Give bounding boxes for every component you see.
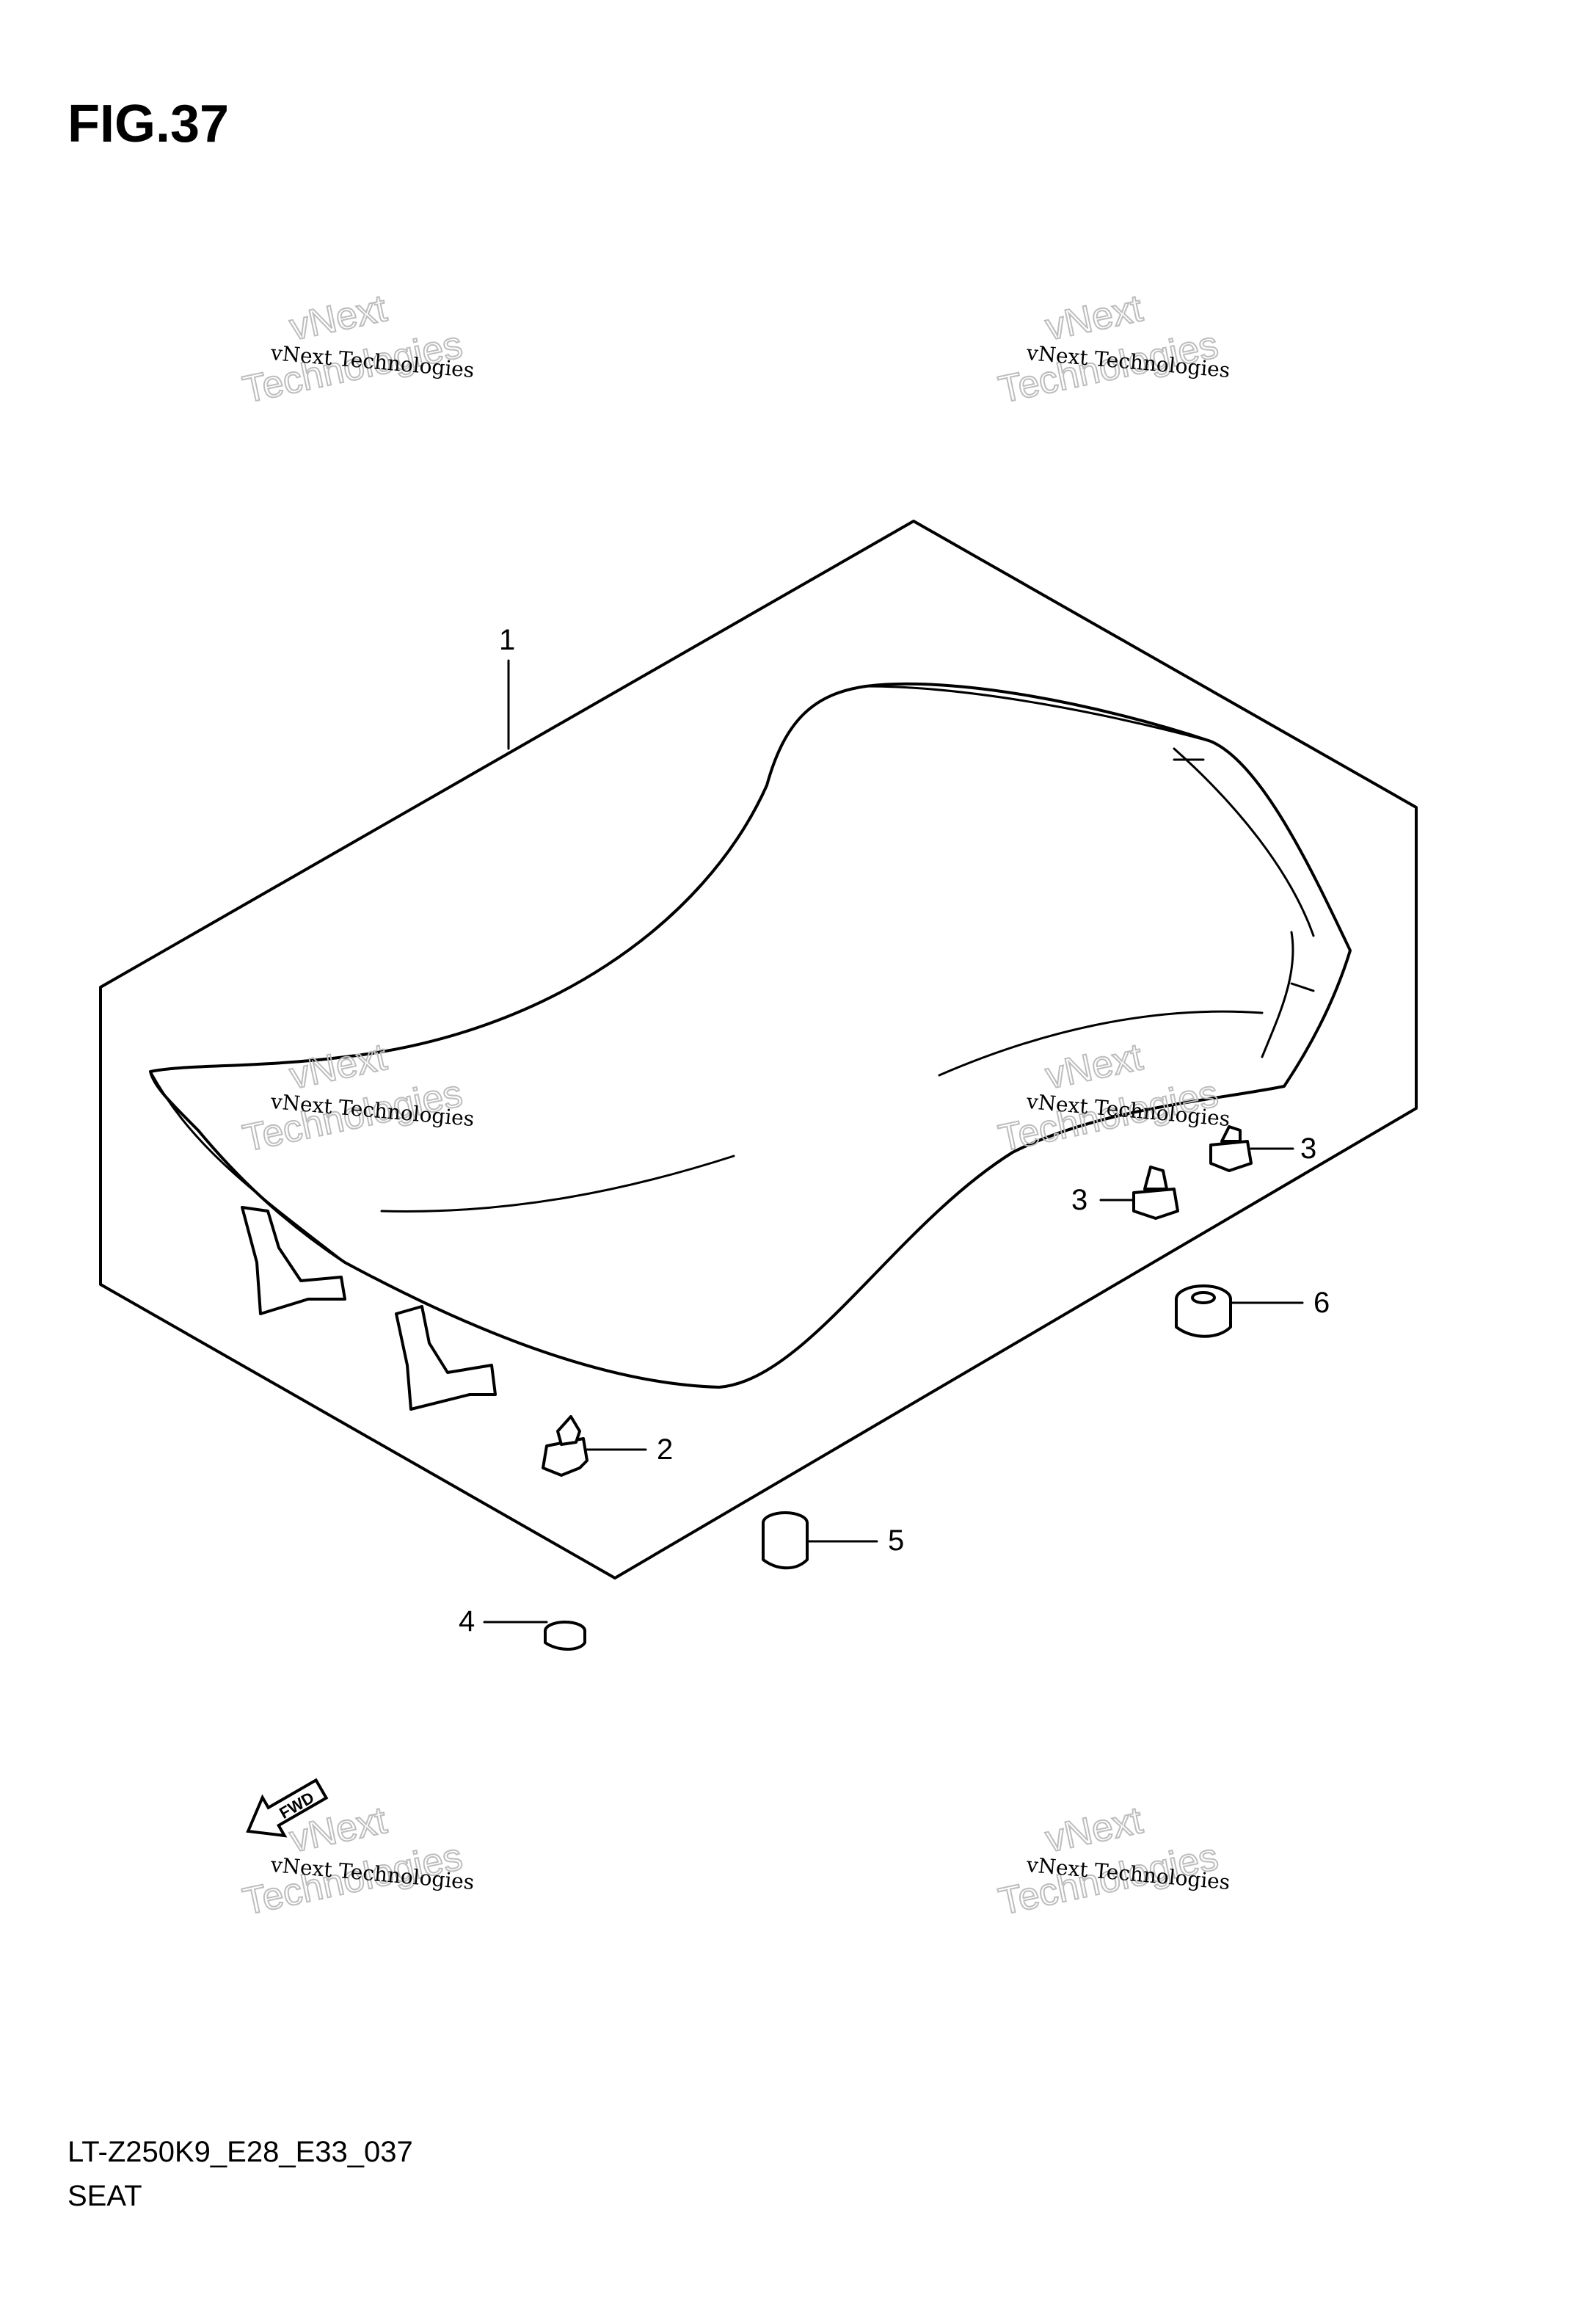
part-4-cap[interactable] [544,1621,586,1651]
assembly-outline [99,520,1418,1579]
callout-4: 4 [459,1605,475,1637]
seat-part[interactable] [149,682,1352,1411]
part-5-damper[interactable] [762,1511,809,1570]
svg-text:vNext: vNext [1042,287,1147,349]
section-label: SEAT [68,2180,142,2212]
callout-2: 2 [657,1433,673,1466]
part-2-clip[interactable] [542,1415,589,1477]
part-3-upper-cushion[interactable] [1209,1125,1253,1172]
watermark-top-left: vNext Technologies vNext Technologies [238,286,475,412]
svg-text:vNext: vNext [1042,1799,1147,1861]
figure-title: FIG.37 [68,95,230,153]
watermark-top-right: vNext Technologies vNext Technologies [994,286,1231,412]
watermark-bottom-right: vNext Technologies vNext Technologies [994,1798,1231,1924]
callout-6: 6 [1313,1287,1330,1319]
part-3-lower-cushion[interactable] [1132,1166,1179,1220]
callout-1: 1 [499,624,515,656]
part-6-grommet[interactable] [1175,1284,1232,1338]
model-code-label: LT-Z250K9_E28_E33_037 [68,2136,413,2168]
callout-3-lower: 3 [1071,1184,1087,1216]
callout-5: 5 [888,1524,904,1557]
callout-3-upper: 3 [1300,1133,1316,1165]
svg-text:vNext: vNext [286,287,391,349]
